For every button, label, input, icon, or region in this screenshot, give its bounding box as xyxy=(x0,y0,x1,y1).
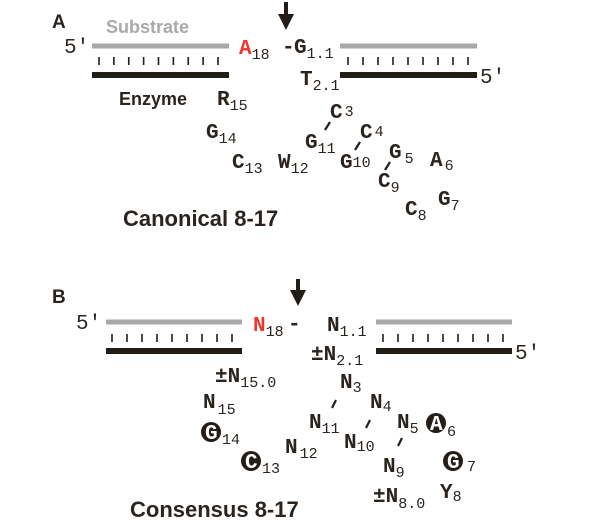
nt-g11: G11 xyxy=(305,132,336,158)
enzyme-label: Enzyme xyxy=(119,89,187,109)
nt-c13: C13 xyxy=(232,152,263,178)
bond-dash: - xyxy=(282,37,295,60)
nt-n18: N18 xyxy=(253,315,284,341)
five-prime-right: 5′ xyxy=(480,67,505,90)
nt-n2-1: ±N2.1 xyxy=(311,344,363,370)
panel-label: A xyxy=(52,12,66,33)
svg-text:14: 14 xyxy=(222,432,240,449)
nt-g10: G10 xyxy=(340,152,371,175)
base-pair-ticks-left xyxy=(98,57,219,65)
nt-c9: C9 xyxy=(378,171,400,197)
panel-a: A Substrate 5′ 5′ Enzyme A18 - G1.1 T2.1… xyxy=(52,2,505,231)
nt-n5: N5 xyxy=(397,412,419,438)
panel-title: Consensus 8-17 xyxy=(130,497,299,522)
bond-dash: - xyxy=(288,314,301,337)
base-pair-ticks-right xyxy=(382,334,504,342)
pair-bonds xyxy=(324,121,391,171)
nt-g7-circled: G 7 xyxy=(443,451,476,476)
nt-n11: N11 xyxy=(309,412,340,438)
nt-n10: N10 xyxy=(344,432,375,456)
nt-g14: G14 xyxy=(206,122,237,148)
svg-text:7: 7 xyxy=(467,459,476,476)
nt-n4: N4 xyxy=(370,392,392,416)
nt-t2-1: T2.1 xyxy=(300,69,340,95)
nt-y8: Y8 xyxy=(440,482,462,506)
nt-n9: N9 xyxy=(383,456,405,482)
five-prime-left: 5′ xyxy=(76,313,101,336)
svg-text:C: C xyxy=(245,452,258,475)
nt-g7: G7 xyxy=(438,189,460,215)
nt-n3: N3 xyxy=(340,372,362,397)
panel-title: Canonical 8-17 xyxy=(123,206,278,231)
svg-text:A: A xyxy=(430,414,443,437)
nt-c13-circled: C 13 xyxy=(241,451,280,478)
pair-bonds xyxy=(331,399,403,447)
nt-r15: R15 xyxy=(217,89,248,115)
panel-label: B xyxy=(52,287,66,308)
nt-c8: C8 xyxy=(405,199,427,225)
nt-w12: W12 xyxy=(278,152,309,178)
nt-a18: A18 xyxy=(239,38,270,64)
svg-text:13: 13 xyxy=(262,461,280,478)
nt-n15-0: ±N15.0 xyxy=(215,366,276,392)
nt-a6-circled: A 6 xyxy=(426,413,456,441)
nt-n8-0: ±N8.0 xyxy=(373,486,425,513)
svg-text:G: G xyxy=(205,423,218,446)
five-prime-left: 5′ xyxy=(64,37,89,60)
nt-n1-1: N1.1 xyxy=(327,315,367,341)
nt-g1-1: G1.1 xyxy=(294,37,334,63)
five-prime-right: 5′ xyxy=(515,343,540,366)
nt-g14-circled: G 14 xyxy=(201,422,240,449)
substrate-label: Substrate xyxy=(106,17,189,37)
svg-text:G: G xyxy=(447,452,460,475)
base-pair-ticks-left xyxy=(111,334,233,342)
base-pair-ticks-right xyxy=(347,57,469,65)
svg-text:6: 6 xyxy=(447,424,456,441)
